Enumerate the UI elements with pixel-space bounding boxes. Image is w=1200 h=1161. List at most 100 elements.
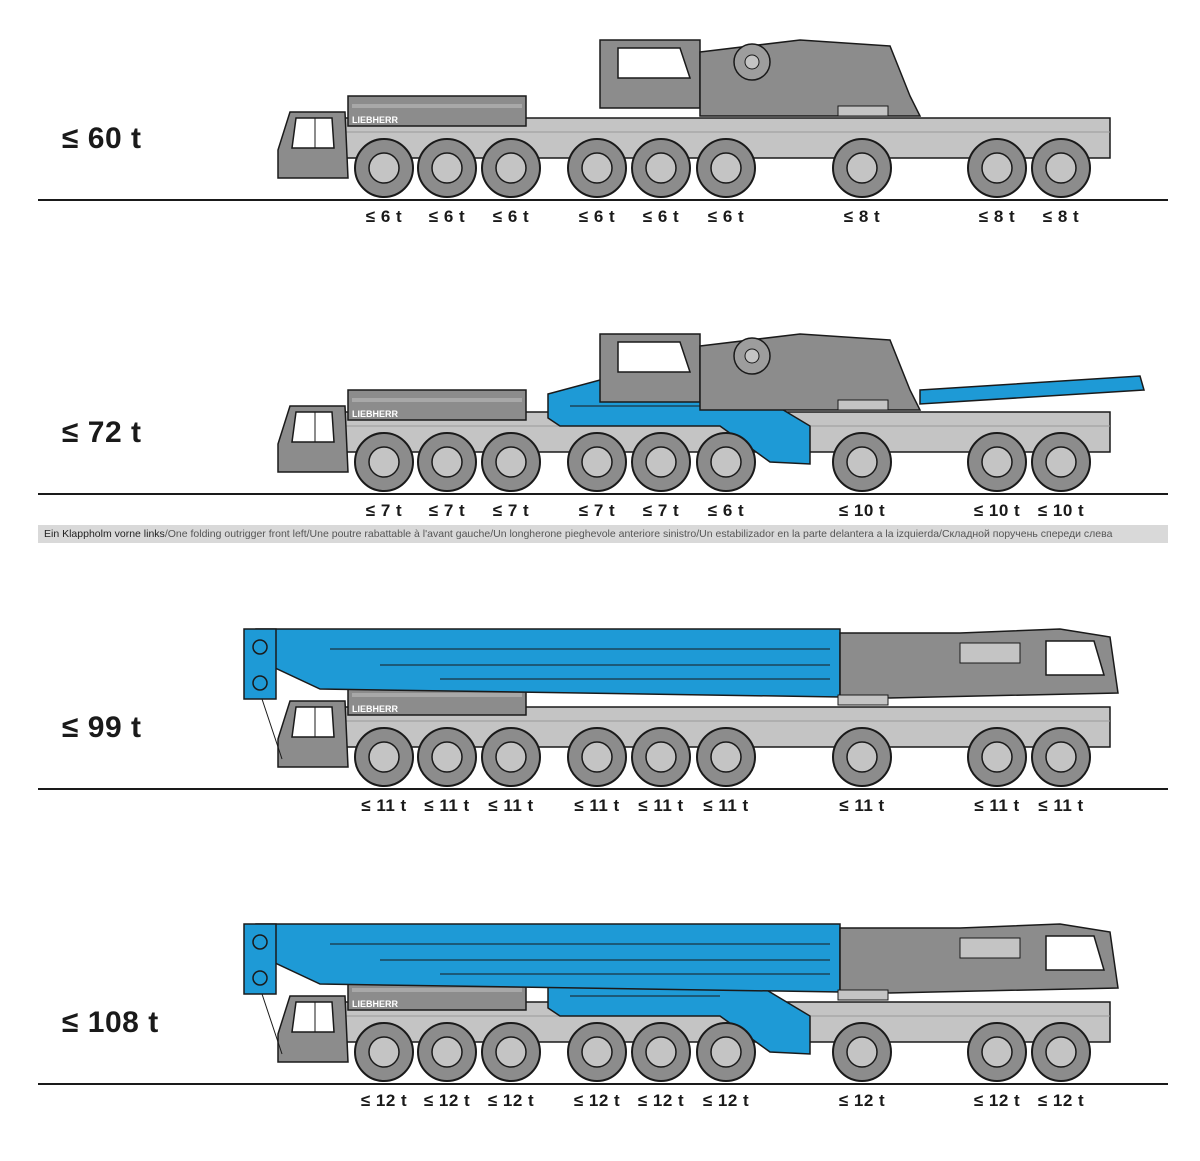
wheel-hub-9	[1045, 1036, 1077, 1068]
slewing-ring	[837, 694, 889, 706]
axle-load-7: ≤ 8 t	[843, 207, 881, 226]
axle-load-6: ≤ 6 t	[707, 207, 745, 226]
weight-label: ≤ 60 t	[62, 122, 142, 155]
wheel-hub-2	[431, 1036, 463, 1068]
operator-window	[617, 47, 692, 79]
weight-label: ≤ 108 t	[62, 1006, 159, 1039]
axle-load-6: ≤ 6 t	[707, 501, 745, 520]
axle-load-3: ≤ 11 t	[488, 796, 534, 815]
wheel-hub-3	[495, 152, 527, 184]
axle-load-5: ≤ 7 t	[642, 501, 680, 520]
axle-load-8: ≤ 10 t	[973, 501, 1021, 520]
winch-hub	[744, 348, 760, 364]
axle-load-4: ≤ 12 t	[573, 1091, 621, 1110]
axle-load-2: ≤ 7 t	[428, 501, 466, 520]
boom-pulley	[252, 934, 268, 950]
axle-load-9: ≤ 8 t	[1042, 207, 1080, 226]
wheel-hub-6	[710, 1036, 742, 1068]
brand-logo: LIEBHERR	[352, 999, 399, 1009]
axle-load-2: ≤ 11 t	[424, 796, 470, 815]
wheel-hub-6	[710, 446, 742, 478]
engine-hood	[347, 389, 527, 421]
crane-illustration-108t: LIEBHERR	[243, 923, 1119, 1082]
brand-logo: LIEBHERR	[352, 115, 399, 125]
axle-load-9: ≤ 10 t	[1037, 501, 1085, 520]
operator-window	[617, 341, 692, 373]
wheel-hub-3	[495, 741, 527, 773]
slewing-ring	[837, 105, 889, 117]
wheel-hub-6	[710, 741, 742, 773]
boom-head	[243, 923, 277, 995]
ground-line	[38, 493, 1168, 495]
wheel-hub-7	[846, 446, 878, 478]
wheel-hub-1	[368, 446, 400, 478]
axle-load-4: ≤ 7 t	[578, 501, 616, 520]
wheel-hub-6	[710, 152, 742, 184]
axle-load-2: ≤ 12 t	[423, 1091, 471, 1110]
axle-load-6: ≤ 12 t	[702, 1091, 750, 1110]
wheel-hub-4	[581, 152, 613, 184]
crane-illustration-60t: LIEBHERR	[277, 39, 1111, 198]
axle-load-7: ≤ 12 t	[838, 1091, 886, 1110]
ground-line	[38, 199, 1168, 201]
axle-load-1: ≤ 11 t	[361, 796, 407, 815]
boom-pulley	[252, 970, 268, 986]
brand-logo: LIEBHERR	[352, 409, 399, 419]
winch-drum	[959, 937, 1021, 959]
axle-load-5: ≤ 12 t	[637, 1091, 685, 1110]
turntable-housing	[699, 333, 922, 411]
axle-load-9: ≤ 11 t	[1038, 796, 1084, 815]
cab-window	[291, 411, 335, 443]
axle-load-2: ≤ 6 t	[428, 207, 466, 226]
ground-line	[38, 788, 1168, 790]
wheel-hub-4	[581, 741, 613, 773]
wheel-hub-5	[645, 152, 677, 184]
wheel-hub-1	[368, 152, 400, 184]
wheel-hub-8	[981, 741, 1013, 773]
brand-logo: LIEBHERR	[352, 704, 399, 714]
wheel-hub-5	[645, 741, 677, 773]
axle-load-5: ≤ 6 t	[642, 207, 680, 226]
cab-window	[291, 117, 335, 149]
outrigger-note: Ein Klappholm vorne links/One folding ou…	[38, 525, 1168, 543]
wheel-hub-7	[846, 152, 878, 184]
axle-load-5: ≤ 11 t	[638, 796, 684, 815]
axle-load-9: ≤ 12 t	[1037, 1091, 1085, 1110]
wheel-hub-5	[645, 1036, 677, 1068]
wheel-hub-2	[431, 741, 463, 773]
wheel-hub-3	[495, 446, 527, 478]
wheel-hub-2	[431, 152, 463, 184]
axle-load-8: ≤ 11 t	[974, 796, 1020, 815]
axle-load-3: ≤ 6 t	[492, 207, 530, 226]
telescopic-boom	[255, 923, 841, 993]
wheel-hub-5	[645, 446, 677, 478]
operator-window	[1045, 935, 1106, 971]
ground-line	[38, 1083, 1168, 1085]
cab-window	[291, 1001, 335, 1033]
axle-load-4: ≤ 6 t	[578, 207, 616, 226]
crane-illustration-72t: LIEBHERR	[277, 333, 1145, 492]
hydraulic-cylinder	[919, 375, 1145, 405]
axle-load-1: ≤ 6 t	[365, 207, 403, 226]
cab-window	[291, 706, 335, 738]
telescopic-boom	[255, 628, 841, 698]
wheel-hub-8	[981, 1036, 1013, 1068]
wheel-hub-9	[1045, 152, 1077, 184]
engine-hood	[347, 95, 527, 127]
note-translations: /One folding outrigger front left/Une po…	[164, 528, 1113, 540]
axle-load-8: ≤ 8 t	[978, 207, 1016, 226]
note-german: Ein Klappholm vorne links	[44, 528, 165, 540]
operator-window	[1045, 640, 1106, 676]
crane-illustration-99t: LIEBHERR	[243, 628, 1119, 787]
winch-drum	[959, 642, 1021, 664]
axle-load-1: ≤ 7 t	[365, 501, 403, 520]
wheel-hub-4	[581, 1036, 613, 1068]
axle-load-3: ≤ 12 t	[487, 1091, 535, 1110]
hood-stripe	[352, 104, 522, 108]
wheel-hub-3	[495, 1036, 527, 1068]
hook-rope	[261, 993, 283, 1055]
wheel-hub-9	[1045, 446, 1077, 478]
wheel-hub-1	[368, 741, 400, 773]
hook-rope	[261, 698, 283, 760]
wheel-hub-7	[846, 741, 878, 773]
